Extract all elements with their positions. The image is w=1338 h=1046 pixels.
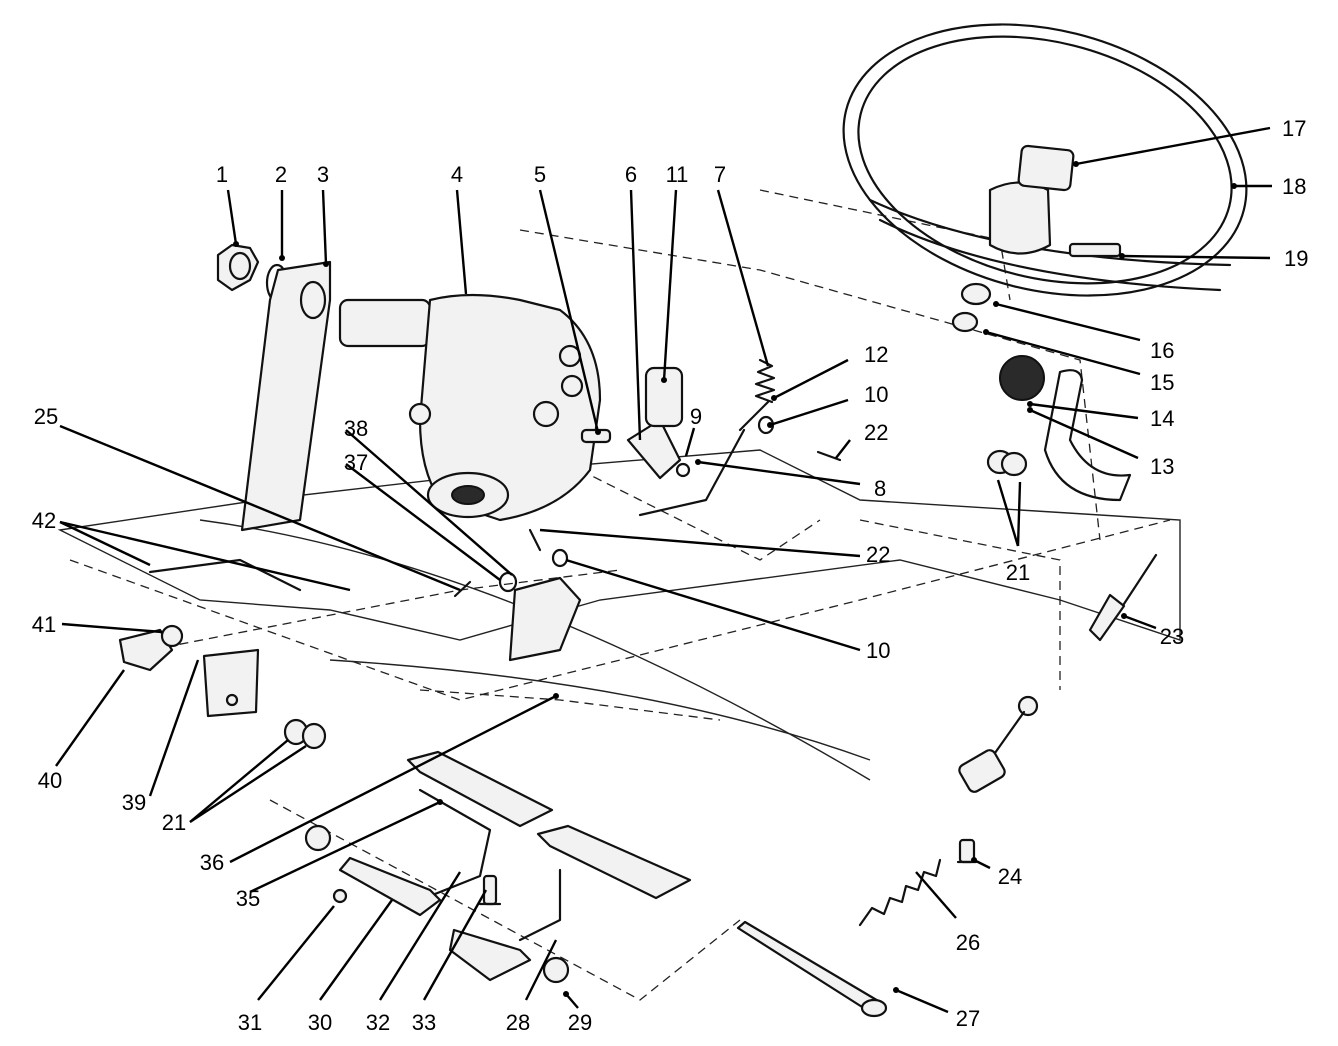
callout-41: 41 [32, 612, 56, 637]
callout-36: 36 [200, 850, 224, 875]
brake-pedal-lower-part [448, 824, 692, 982]
callout-12: 12 [864, 342, 888, 367]
callout-24: 24 [998, 864, 1022, 889]
callout-29: 29 [568, 1010, 592, 1035]
callout-1: 1 [216, 162, 228, 187]
callout-42: 42 [32, 508, 56, 533]
bushing-21d-part [301, 722, 327, 750]
brake-pedal-upper-part [338, 750, 554, 917]
callout-13: 13 [1150, 454, 1174, 479]
callout-11: 11 [666, 162, 689, 187]
callout-5: 5 [534, 162, 546, 187]
cotter-pin-part [453, 580, 472, 598]
pitman-arm-part [240, 260, 332, 532]
rod-part [638, 428, 746, 517]
washer-15-part [951, 311, 979, 333]
brake-spring-part [858, 858, 942, 927]
washer-10a-part [551, 548, 569, 568]
bushing-35-part [304, 824, 332, 852]
callout-22-upper: 22 [864, 420, 888, 445]
leader-lines [55, 126, 1272, 1014]
spring-part [738, 358, 776, 432]
callout-18: 18 [1282, 174, 1306, 199]
callout-22-lower: 22 [866, 542, 890, 567]
washer-37-part [498, 571, 518, 593]
callout-16: 16 [1150, 338, 1174, 363]
bracket-part [1043, 369, 1132, 502]
callout-38: 38 [344, 416, 368, 441]
callout-10-upper: 10 [864, 382, 888, 407]
steering-gear-part [338, 293, 602, 522]
nut-part [216, 243, 260, 292]
callout-23: 23 [1160, 624, 1184, 649]
callout-33: 33 [412, 1010, 436, 1035]
callout-30: 30 [308, 1010, 332, 1035]
hub-part [999, 355, 1045, 401]
callout-25: 25 [34, 404, 58, 429]
insert-part [1068, 242, 1122, 258]
callout-3: 3 [317, 162, 329, 187]
callout-27: 27 [956, 1006, 980, 1031]
pin-22b-part [816, 450, 842, 462]
bushing-29-part [542, 956, 570, 984]
callout-8: 8 [874, 476, 886, 501]
pin-22a-part [528, 528, 542, 552]
callout-32: 32 [366, 1010, 390, 1035]
leader-dots [233, 161, 1237, 997]
callout-9: 9 [690, 404, 702, 429]
callout-26: 26 [956, 930, 980, 955]
callout-31: 31 [238, 1010, 262, 1035]
callout-14: 14 [1150, 406, 1174, 431]
frame-outline [57, 189, 1181, 1001]
cable-parts [118, 558, 302, 718]
callout-labels: 1 2 3 4 5 6 11 7 12 10 22 8 9 38 37 25 4… [32, 116, 1309, 1035]
callout-4: 4 [451, 162, 463, 187]
callout-28: 28 [506, 1010, 530, 1035]
callout-21-left: 21 [162, 810, 186, 835]
bushing-21b-part [1000, 451, 1028, 477]
tie-rod-part [1088, 553, 1158, 642]
callout-40: 40 [38, 768, 62, 793]
washer-16-part [960, 282, 992, 306]
shaft-part [736, 920, 888, 1018]
callout-2: 2 [275, 162, 287, 187]
callout-37: 37 [344, 450, 368, 475]
part-drawings [118, 23, 1248, 1018]
callout-17: 17 [1282, 116, 1306, 141]
lever-part [626, 418, 682, 480]
bolt-part [478, 874, 502, 906]
callout-7: 7 [714, 162, 726, 187]
callout-35: 35 [236, 886, 260, 911]
bracket-38-part [508, 576, 582, 662]
callout-39: 39 [122, 790, 146, 815]
callout-10-lower: 10 [866, 638, 890, 663]
cap-part [1017, 144, 1075, 192]
steering-wheel-part [842, 23, 1248, 297]
link-part [958, 695, 1039, 793]
grease-fitting-part [332, 888, 348, 904]
callout-19: 19 [1284, 246, 1308, 271]
spring-clip-part [675, 462, 691, 478]
callout-21-right: 21 [1006, 560, 1030, 585]
callout-6: 6 [625, 162, 637, 187]
callout-15: 15 [1150, 370, 1174, 395]
